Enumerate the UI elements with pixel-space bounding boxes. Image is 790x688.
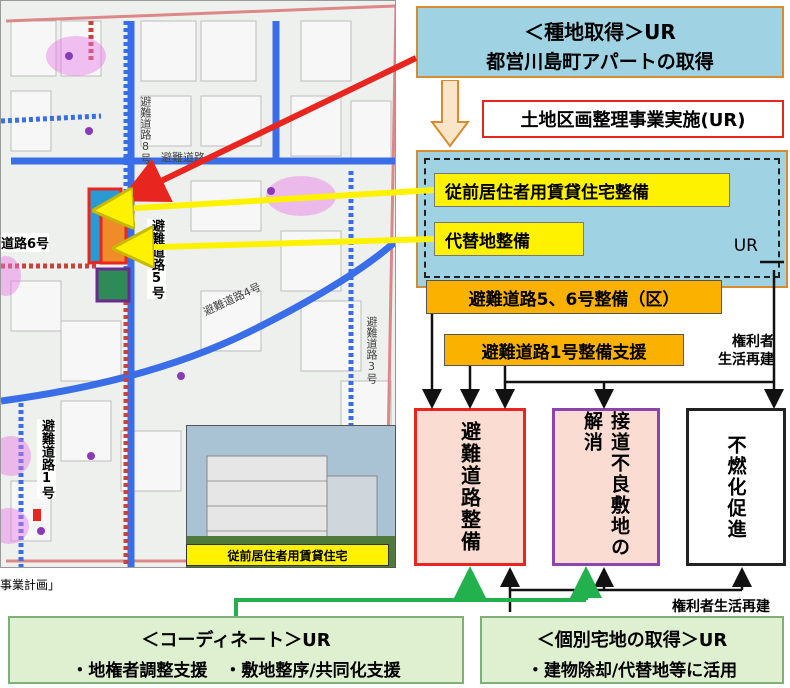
map-label-road8: 避難道路8号 [139,96,152,164]
individual-detail: ・建物除却/代替地等に活用 [526,661,738,681]
rental-housing-item: 従前居住者用賃貸住宅整備 [434,173,730,207]
action-evac-road: 避難道路整備 [414,408,526,566]
ur-box: UR [416,150,788,288]
coordinate-detail: ・地権者調整支援 ・敷地整序/共同化支援 [71,661,401,681]
ur-dashed-frame [424,158,780,278]
map-footnote: 事業計画」 [0,578,61,592]
coordinate-box: ＜コーディネート＞UR ・地権者調整支援 ・敷地整序/共同化支援 [8,616,464,684]
rights-note-top: 権利者 生活再建 [718,334,774,368]
action-poor-access: 接道不良敷地の解消 [552,408,660,566]
land-readjust-box: 土地区画整理事業実施(UR) [482,100,784,138]
down-arrow-icon [430,80,470,148]
map-label-road-generic: 避難道路 [161,151,205,164]
map-label-road1: 避難道路1号 [37,419,56,499]
map-label-road6: 道路6号 [1,233,50,252]
replacement-land-item: 代替地整備 [434,222,584,256]
photo-caption: 従前居住者用賃貸住宅 [186,544,389,566]
road56-box: 避難道路5、6号整備（区） [426,280,722,314]
rights-note-bottom: 権利者生活再建 [672,599,770,615]
road1-box: 避難道路1号整備支援 [444,334,684,366]
ur-label: UR [733,236,758,256]
action-fireproof: 不燃化促進 [686,408,786,566]
coordinate-title: ＜コーディネート＞UR [141,630,331,651]
acquire-subtitle: 都営川島町アパートの取得 [486,51,714,73]
map-label-road3: 避難道路3号 [365,316,378,384]
individual-title: ＜個別宅地の取得＞UR [536,630,728,651]
acquire-title: ＜種地取得＞UR [524,20,676,44]
individual-box: ＜個別宅地の取得＞UR ・建物除却/代替地等に活用 [480,616,784,684]
map-label-road5: 避難道路5号 [147,219,166,299]
acquire-box: ＜種地取得＞UR 都営川島町アパートの取得 [416,6,784,78]
